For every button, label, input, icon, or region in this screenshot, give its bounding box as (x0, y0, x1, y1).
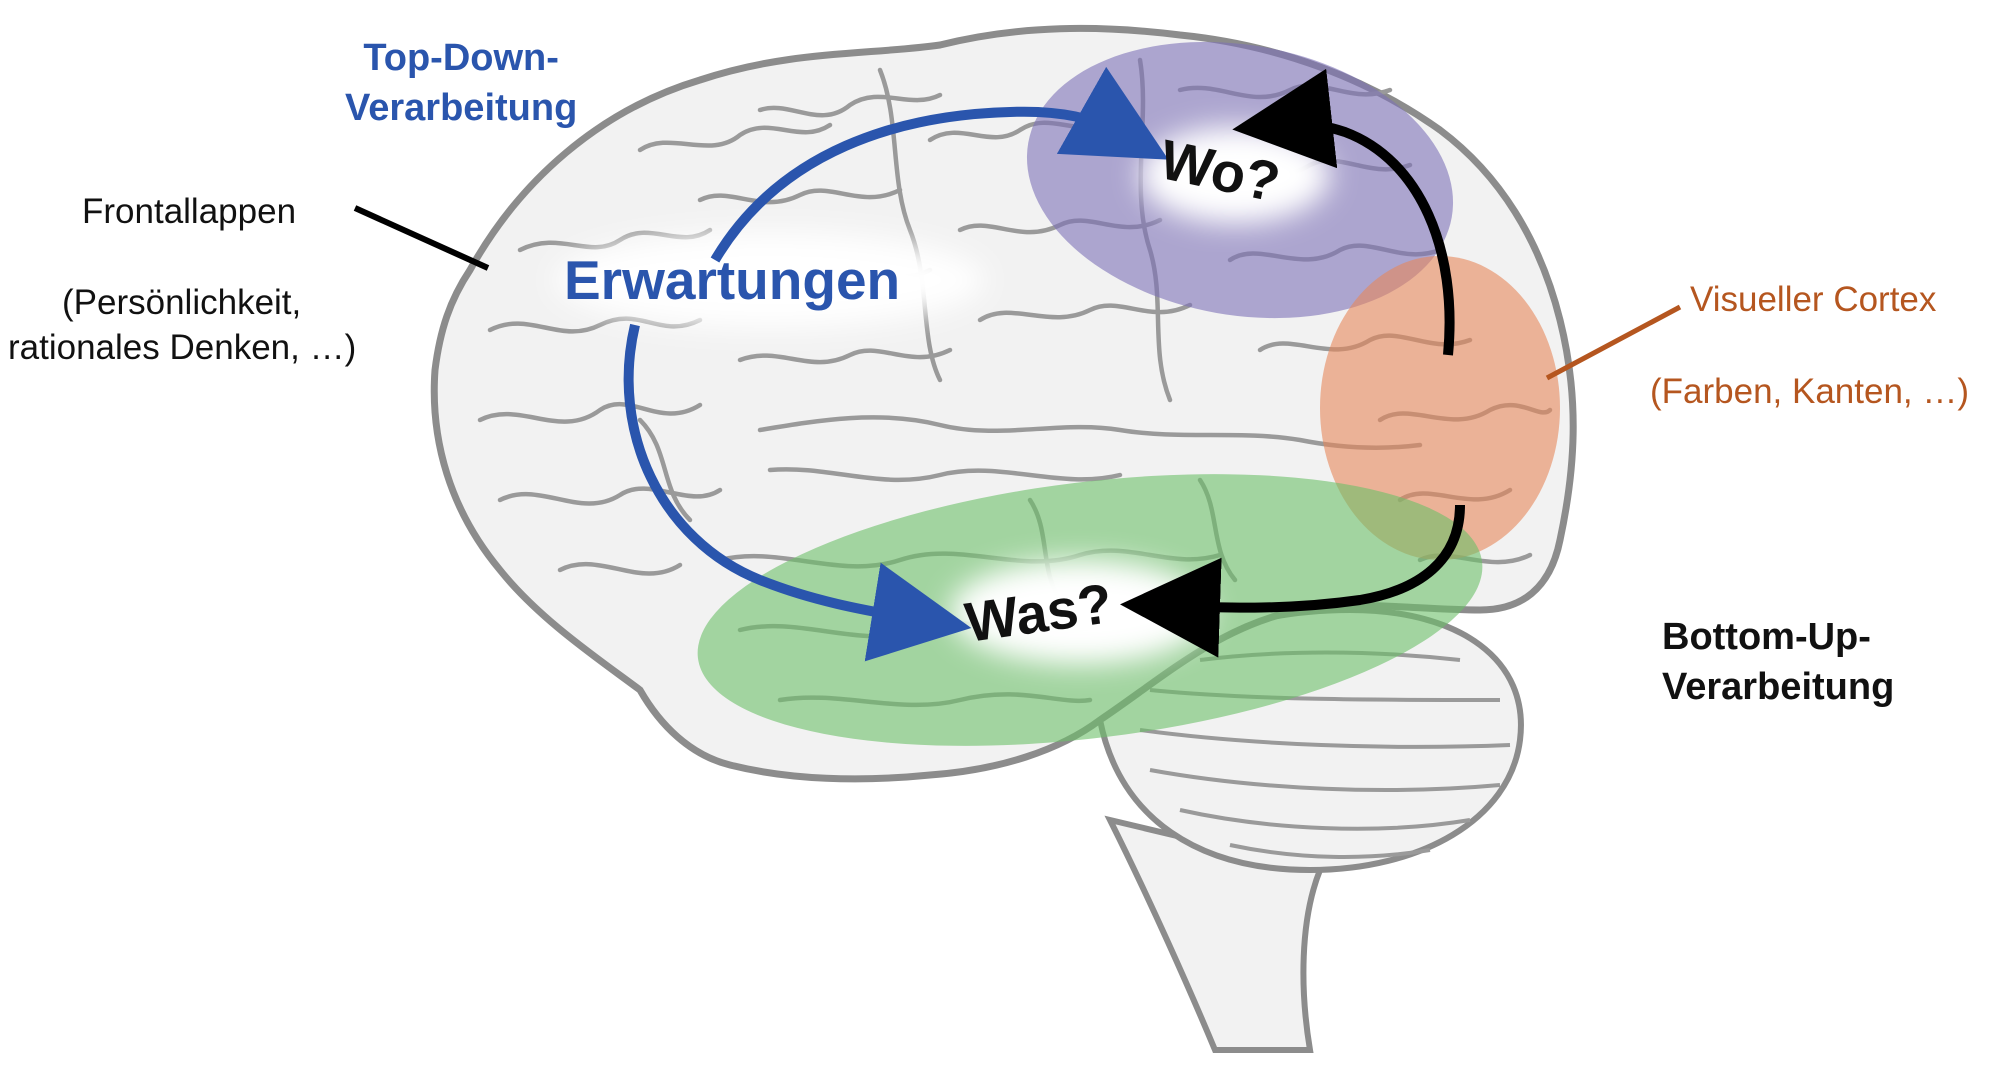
frontallappen-desc-line2: rationales Denken, …) (8, 328, 357, 367)
frontallappen-desc-line1: (Persönlichkeit, (62, 283, 302, 322)
brain-stem (1104, 815, 1325, 1053)
top-down-label: Top-Down- Verarbeitung (345, 33, 577, 133)
frontallappen-label: Frontallappen (82, 192, 297, 231)
bottom-up-label-line1: Bottom-Up- (1662, 616, 1871, 658)
top-down-label-line2: Verarbeitung (345, 87, 578, 129)
visueller-cortex-label: Visueller Cortex (1690, 280, 1937, 319)
visueller-cortex-connector (1545, 304, 1682, 381)
erwartungen-label: Erwartungen (564, 249, 901, 311)
bottom-up-arrow-upper (1232, 68, 1455, 356)
bottom-up-label: Bottom-Up- Verarbeitung (1662, 612, 1894, 712)
top-down-arrow-lower (623, 323, 972, 662)
top-down-arrow-upper (710, 66, 1169, 263)
bottom-up-label-line2: Verarbeitung (1662, 666, 1895, 708)
bottom-up-arrow-lower (1120, 504, 1465, 658)
visual-cortex-region (1320, 256, 1560, 560)
top-down-label-line1: Top-Down- (363, 37, 559, 79)
frontallappen-connector (353, 205, 490, 271)
erwartungen-glow (555, 232, 985, 328)
visual-cortex-desc: (Farben, Kanten, …) (1650, 372, 1970, 411)
